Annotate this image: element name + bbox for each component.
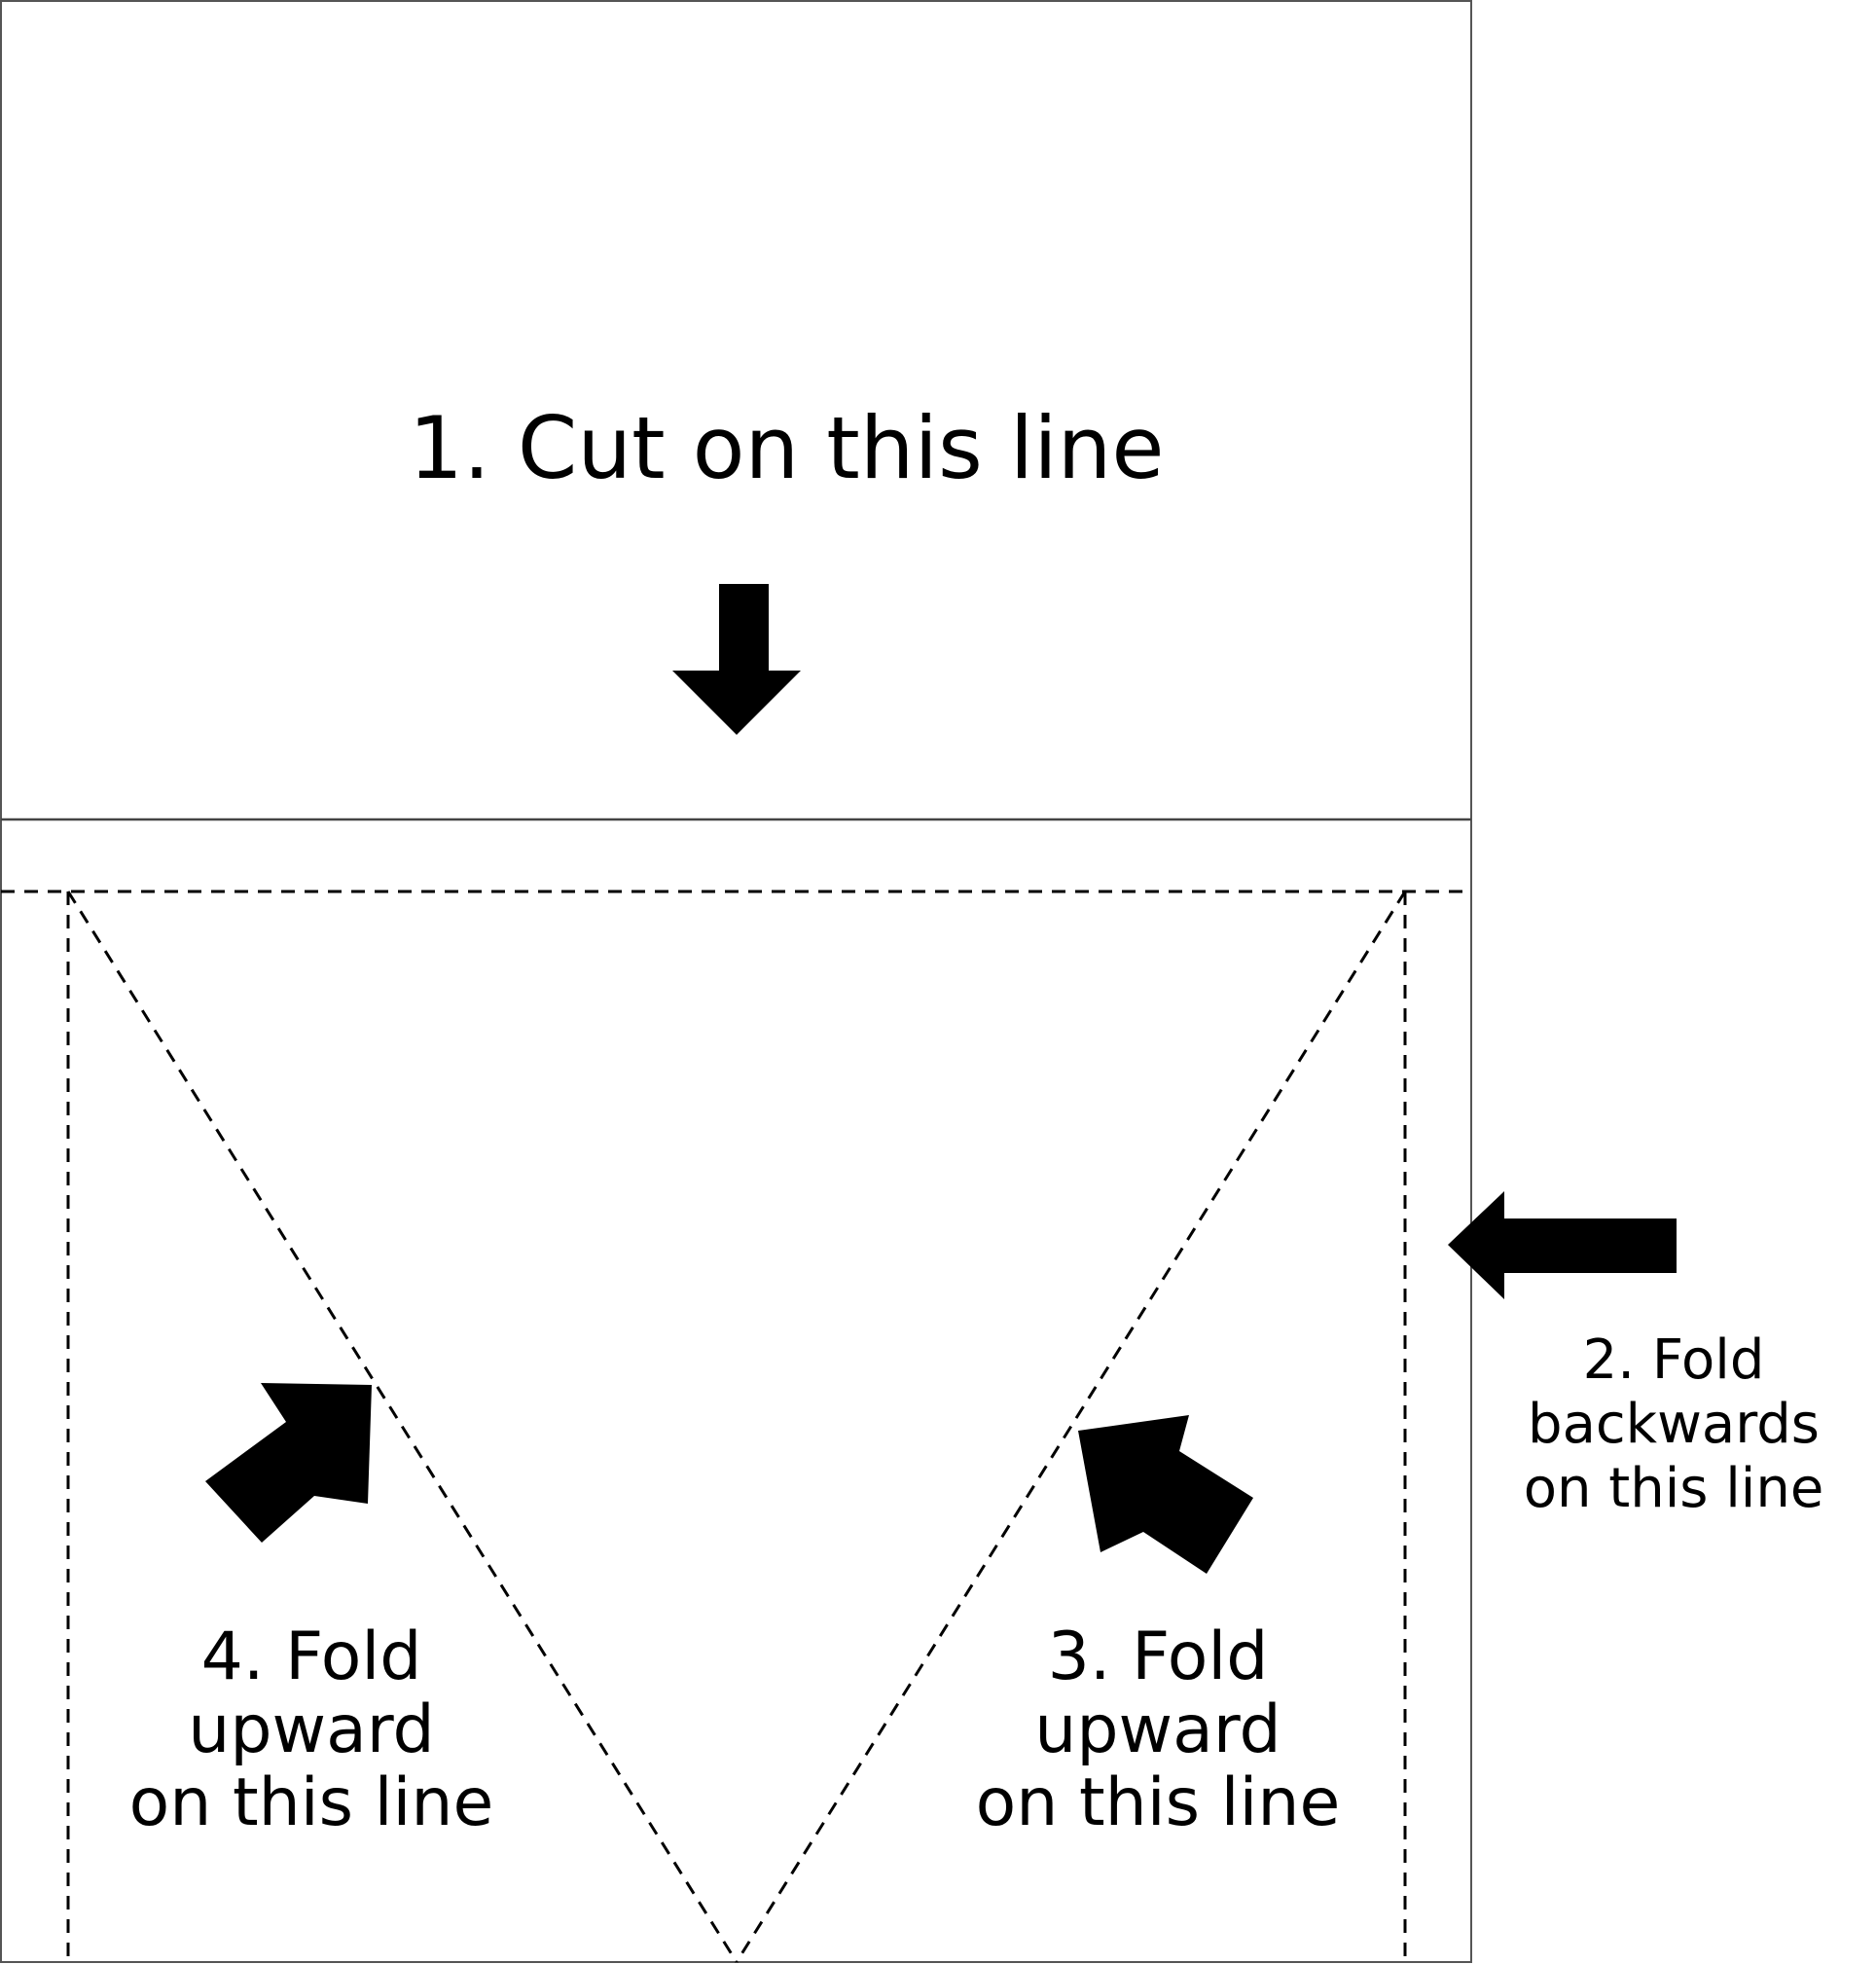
step-3-label: 3. Fold upward on this line	[954, 1620, 1362, 1839]
arrow-up-right-icon	[205, 1383, 372, 1543]
step-4-line-2: upward	[188, 1691, 435, 1768]
step-4-line-1: 4. Fold	[200, 1618, 422, 1695]
step-2-line-3: on this line	[1523, 1457, 1824, 1520]
fold-line-right-diagonal	[735, 891, 1407, 1963]
step-1-label: 1. Cut on this line	[409, 398, 1165, 498]
step-2-label: 2. Fold backwards on this line	[1498, 1328, 1849, 1521]
fold-lines	[1, 890, 1471, 1963]
step-3-line-2: upward	[1034, 1691, 1281, 1768]
arrow-left-icon	[1448, 1191, 1677, 1299]
step-2-line-1: 2. Fold	[1582, 1328, 1765, 1392]
step-4-label: 4. Fold upward on this line	[117, 1620, 506, 1839]
step-4-line-3: on this line	[128, 1764, 494, 1841]
fold-line-left-diagonal	[66, 891, 739, 1963]
step-3-line-1: 3. Fold	[1047, 1618, 1269, 1695]
arrow-down-icon	[672, 584, 801, 735]
step-3-line-3: on this line	[975, 1764, 1341, 1841]
arrow-up-left-icon	[1078, 1415, 1253, 1574]
step-2-line-2: backwards	[1528, 1393, 1820, 1456]
step-1-line-1: 1. Cut on this line	[409, 398, 1165, 498]
